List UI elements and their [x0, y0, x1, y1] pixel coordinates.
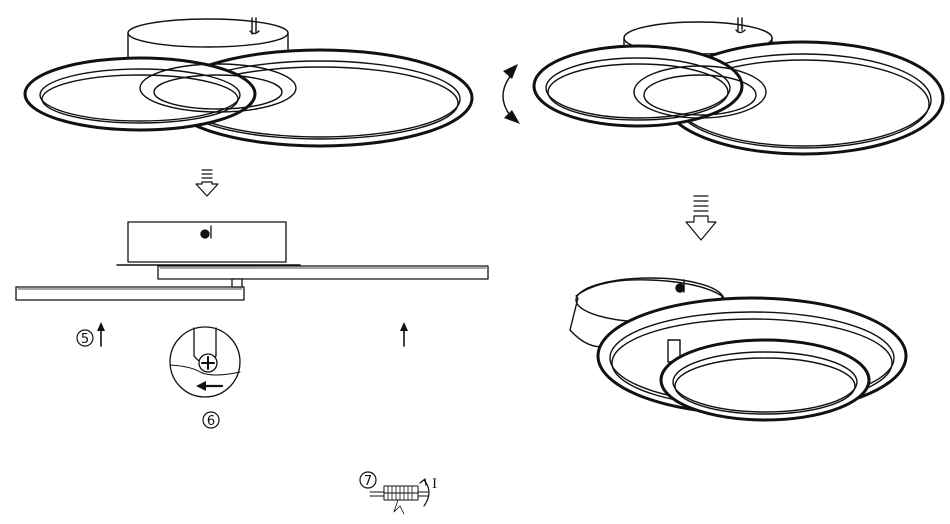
switch-mark-text: I [432, 477, 437, 492]
lamp-perspective-right [532, 17, 945, 156]
step-5-badge: 5 [76, 329, 94, 347]
detail-screw-slide [169, 326, 241, 398]
small-ring-bar [15, 286, 245, 301]
screw-icon [200, 225, 212, 239]
connector-ring-right [633, 65, 767, 119]
step-6-badge: 6 [202, 411, 220, 429]
left-arrow-icon [196, 381, 224, 391]
lamp-side-view [15, 221, 489, 301]
step-7-badge: 7 [359, 471, 377, 489]
terminal-block-icon [369, 478, 430, 515]
up-arrow-left [97, 322, 105, 347]
rotate-arrow-icon [502, 64, 520, 124]
lamp-perspective-left [23, 17, 474, 148]
down-arrow-right [685, 195, 717, 241]
step-5-label: 5 [81, 332, 89, 347]
step-6-label: 6 [207, 414, 215, 429]
canopy-box [127, 221, 287, 263]
large-ring-bar [157, 265, 489, 280]
connector-ring [139, 63, 297, 113]
small-ring-assembled [659, 338, 871, 422]
small-ring [23, 56, 257, 132]
lamp-assembled [569, 277, 908, 422]
down-arrow-left [195, 169, 219, 197]
step-7-label: 7 [364, 474, 372, 489]
up-arrow-right [400, 322, 408, 347]
